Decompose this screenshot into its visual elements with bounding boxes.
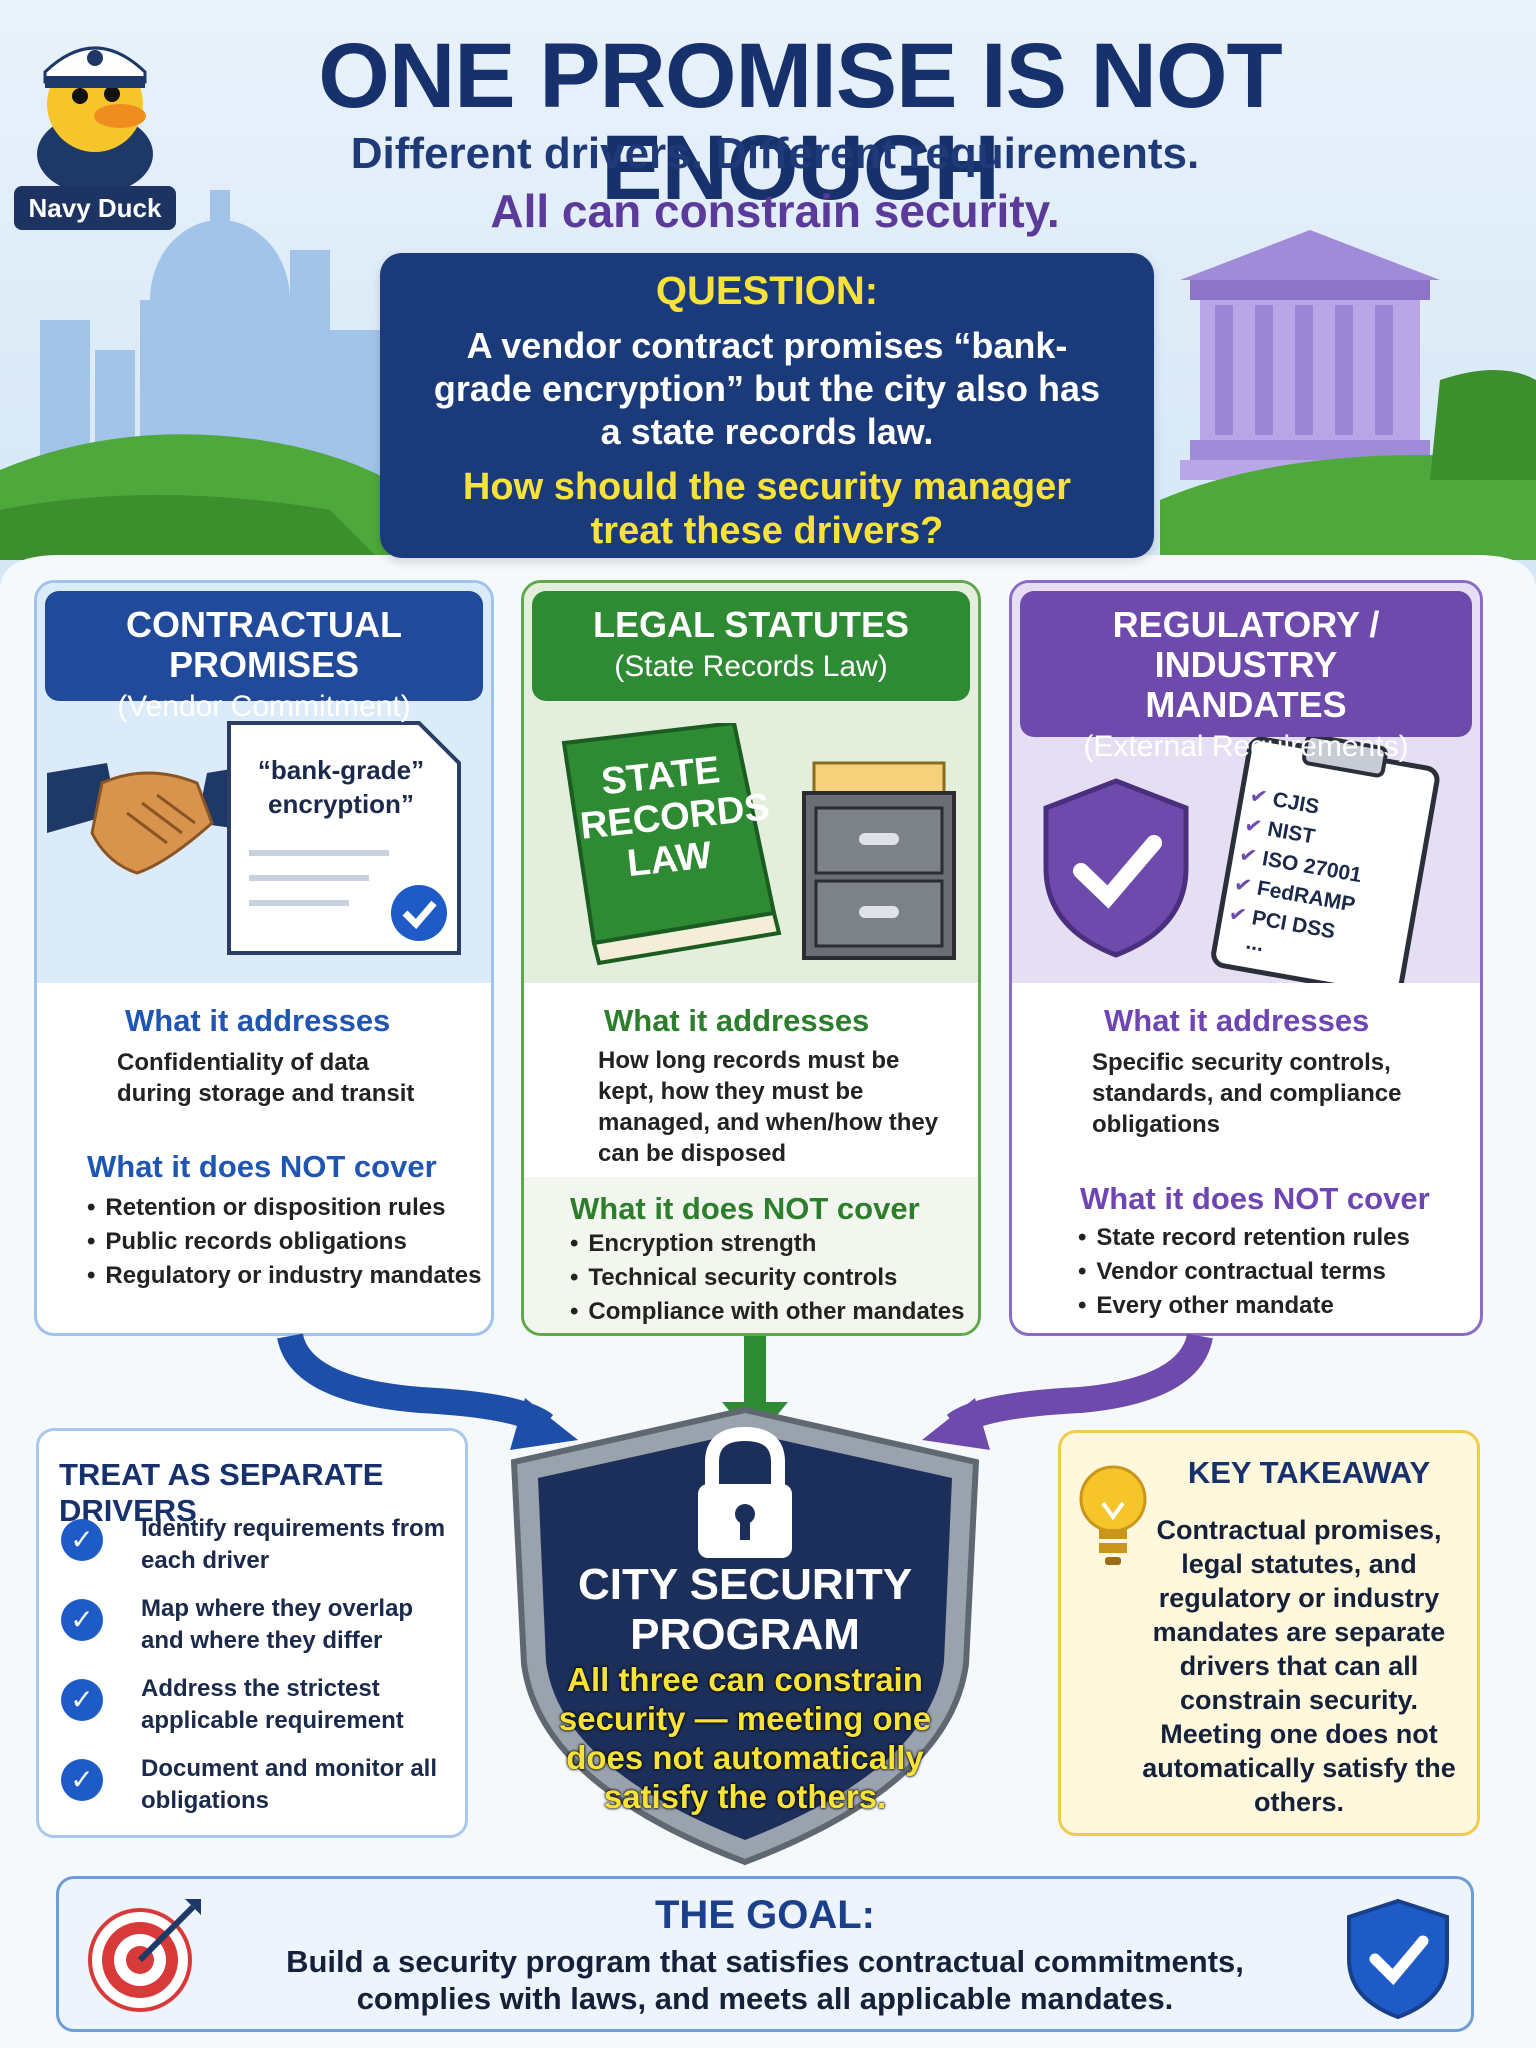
shield-check-icon (1347, 1898, 1449, 2020)
contractual-not-cover-title: What it does NOT cover (87, 1149, 437, 1184)
column-legal-statutes: STATE RECORDS LAW LEGAL STATUTES (State … (521, 580, 981, 1336)
question-ask: How should the security manager treat th… (462, 466, 1072, 552)
lock-icon (698, 1426, 792, 1558)
check-circle-icon: ✓ (61, 1759, 103, 1801)
regulatory-title: REGULATORY / INDUSTRY MANDATES (1112, 604, 1380, 725)
key-takeaway-text: Contractual promises, legal statutes, an… (1142, 1515, 1456, 1817)
compliance-clipboard-icon (1211, 733, 1440, 983)
regulatory-addresses-text: Specific security controls, standards, a… (1092, 1049, 1402, 1138)
city-security-shield (510, 1406, 980, 1866)
legal-not-cover-list: Encryption strength Technical security c… (570, 1227, 964, 1329)
list-item: Technical security controls (570, 1261, 964, 1295)
question-heading: QUESTION: (655, 269, 879, 313)
arrow-down-icon (510, 1398, 578, 1450)
column-regulatory-mandates: ✔ CJIS ✔ NIST ✔ ISO 27001 ✔ FedRAMP ✔ PC… (1009, 580, 1483, 1336)
legal-addresses-title: What it addresses (604, 1003, 870, 1038)
regulatory-not-cover-title: What it does NOT cover (1080, 1181, 1430, 1216)
courthouse-illustration (1180, 230, 1440, 480)
list-item: ✓ Address the strictest applicable requi… (59, 1673, 459, 1737)
contractual-addresses-text: Confidentiality of data during storage a… (117, 1049, 415, 1107)
legal-addresses-text: How long records must be kept, how they … (598, 1047, 939, 1167)
list-item: Encryption strength (570, 1227, 964, 1261)
check-circle-icon: ✓ (61, 1679, 103, 1721)
regulatory-addresses-title: What it addresses (1104, 1003, 1370, 1038)
question-box: QUESTION: A vendor contract promises “ba… (380, 253, 1154, 558)
regulatory-header: REGULATORY / INDUSTRY MANDATES (External… (1020, 591, 1472, 763)
contractual-subtitle: (Vendor Commitment) (117, 690, 411, 723)
list-item: Every other mandate (1078, 1289, 1410, 1323)
treat-item-text: Document and monitor all obligations (141, 1755, 438, 1814)
contractual-not-cover-list: Retention or disposition rules Public re… (87, 1191, 481, 1293)
filing-cabinet-icon (802, 761, 956, 960)
shield-text: All three can constrain security — meeti… (558, 1661, 932, 1815)
law-book-icon (561, 723, 782, 966)
shield-check-icon (1043, 778, 1189, 958)
list-item: State record retention rules (1078, 1221, 1409, 1255)
key-takeaway-box: KEY TAKEAWAY Contractual promises, legal… (1058, 1430, 1480, 1836)
treat-item-text: Address the strictest applicable require… (141, 1675, 404, 1734)
key-takeaway-title: KEY TAKEAWAY (1187, 1455, 1431, 1490)
mascot-label: Navy Duck (14, 186, 176, 230)
lightbulb-icon (1079, 1465, 1147, 1565)
contractual-title: CONTRACTUAL PROMISES (126, 604, 402, 685)
treat-separate-drivers-box: TREAT AS SEPARATE DRIVERS ✓ Identify req… (36, 1428, 468, 1838)
check-circle-icon: ✓ (61, 1519, 103, 1561)
contract-document-text: “bank-grade” encryption” (257, 755, 425, 819)
shield-title: CITY SECURITY PROGRAM (577, 1560, 913, 1659)
contract-document-icon (227, 721, 461, 955)
contractual-header: CONTRACTUAL PROMISES (Vendor Commitment) (45, 591, 483, 723)
handshake-icon (47, 763, 267, 875)
regulatory-not-cover-list: State record retention rules Vendor cont… (1078, 1221, 1410, 1323)
legal-subtitle: (State Records Law) (614, 650, 888, 683)
list-item: ✓ Document and monitor all obligations (59, 1753, 459, 1817)
goal-text: Build a security program that satisfies … (286, 1944, 1244, 2016)
contractual-addresses-title: What it addresses (125, 1003, 391, 1038)
question-body: A vendor contract promises “bank-grade e… (433, 325, 1101, 452)
target-icon (88, 1899, 201, 2012)
treat-title: TREAT AS SEPARATE DRIVERS (59, 1457, 384, 1528)
list-item: Vendor contractual terms (1078, 1255, 1410, 1289)
legal-title: LEGAL STATUTES (592, 604, 909, 645)
check-circle-icon: ✓ (61, 1599, 103, 1641)
goal-box: THE GOAL: Build a security program that … (56, 1876, 1474, 2032)
treat-item-text: Identify requirements from each driver (141, 1515, 446, 1574)
list-item: ✓ Identify requirements from each driver (59, 1513, 459, 1577)
list-item: ✓ Map where they overlap and where they … (59, 1593, 459, 1657)
list-item: Public records obligations (87, 1225, 481, 1259)
goal-title: THE GOAL: (655, 1893, 875, 1937)
column-contractual-promises: “bank-grade” encryption” CONTRACTUAL PRO… (34, 580, 494, 1336)
law-book-title: STATE RECORDS LAW (578, 749, 772, 886)
page-title: ONE PROMISE IS NOT ENOUGH (318, 25, 1282, 219)
legal-header: LEGAL STATUTES (State Records Law) (532, 591, 970, 701)
list-item: Regulatory or industry mandates (87, 1259, 481, 1293)
navy-duck-mascot-icon (37, 46, 153, 194)
regulatory-subtitle: (External Requirements) (1083, 730, 1409, 763)
treat-item-text: Map where they overlap and where they di… (141, 1595, 414, 1654)
arrow-down-icon (922, 1398, 990, 1450)
page-subtitle-emphasis: All can constrain security. (490, 185, 1060, 237)
page-subtitle: Different drivers. Different requirement… (350, 129, 1200, 178)
list-item: Compliance with other mandates (570, 1295, 964, 1329)
legal-not-cover-title: What it does NOT cover (570, 1191, 920, 1226)
list-item: Retention or disposition rules (87, 1191, 481, 1225)
